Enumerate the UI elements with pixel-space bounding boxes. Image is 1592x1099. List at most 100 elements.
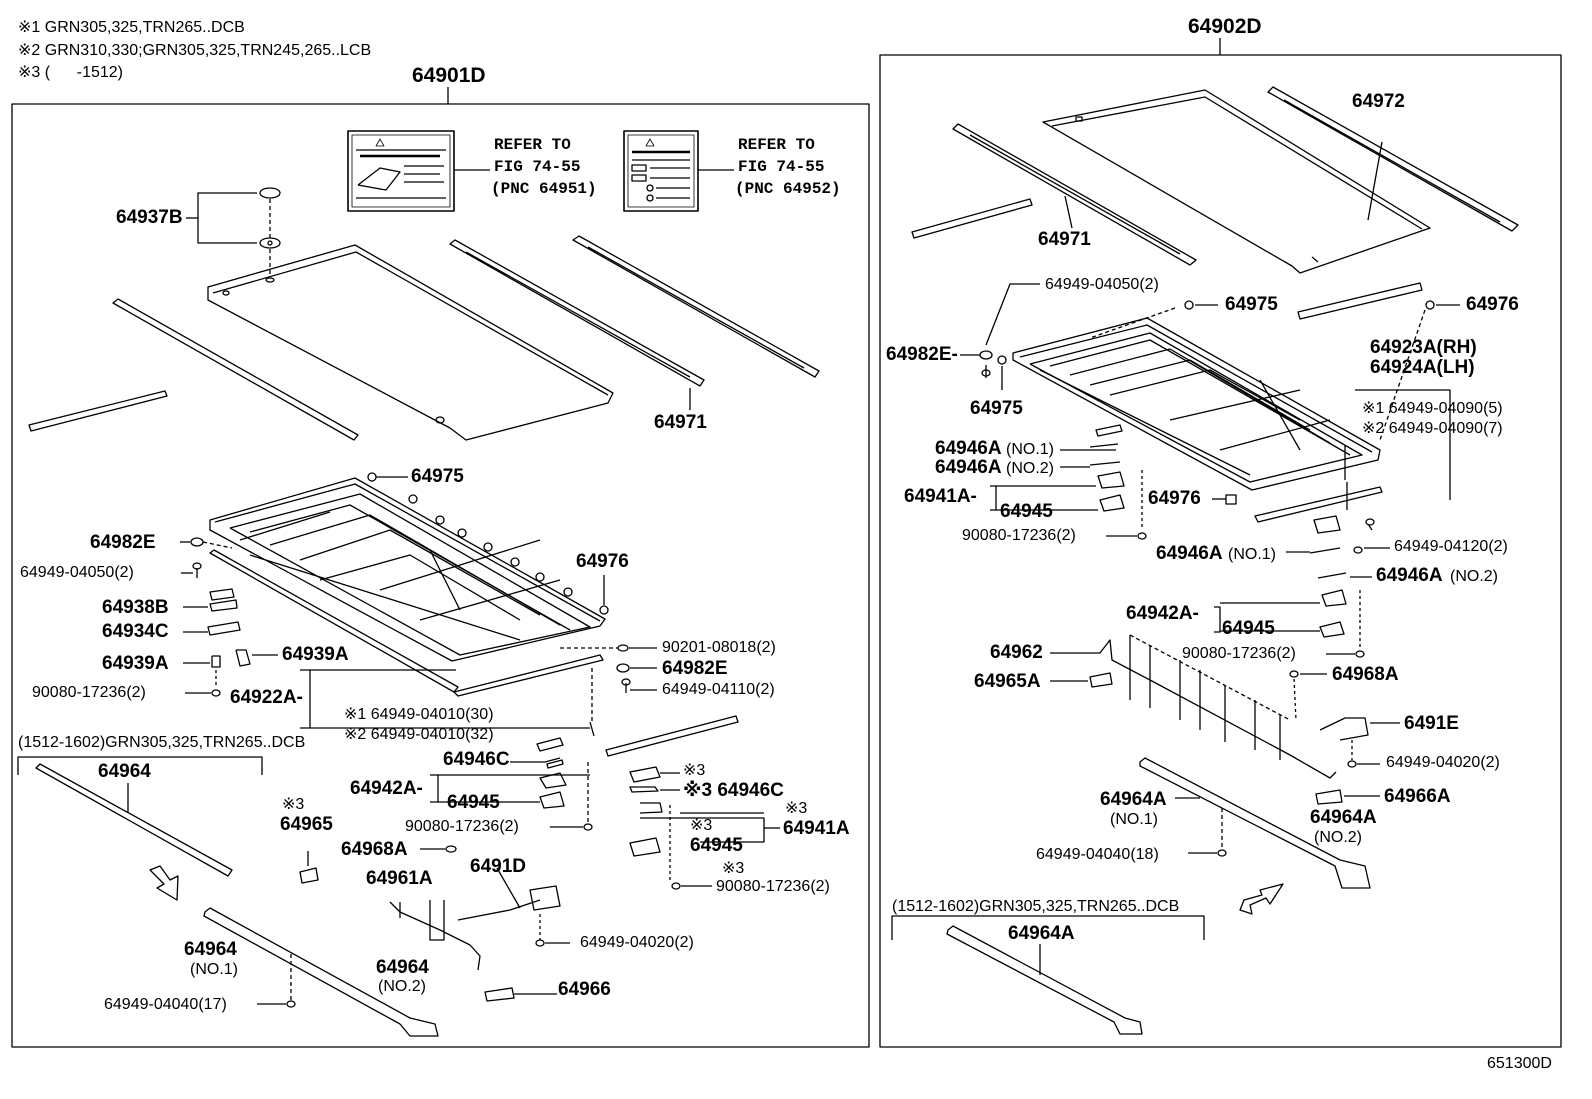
part-label-64949-04040-right: 64949-04040(18) bbox=[1036, 846, 1159, 863]
part-label-64972: 64972 bbox=[1352, 91, 1405, 112]
part-label-90080-17236-right-b: 90080-17236(2) bbox=[1182, 645, 1296, 662]
mark-3-a: ※3 bbox=[683, 762, 706, 779]
label-no2-right-b: (NO.2) bbox=[1450, 568, 1498, 585]
caution-label-64952 bbox=[623, 130, 699, 212]
part-label-64946A-right-b: 64946A bbox=[1156, 543, 1223, 564]
part-label-64949-04090-1: ※1 64949-04090(5) bbox=[1362, 400, 1503, 417]
part-label-64976-right-a: 64976 bbox=[1466, 294, 1519, 315]
part-label-64949-04020-right: 64949-04020(2) bbox=[1386, 754, 1500, 771]
part-label-64934C: 64934C bbox=[102, 621, 169, 642]
part-label-64964A-bottom: 64964A bbox=[1008, 923, 1075, 944]
refer-label-2-line3: (PNC 64952) bbox=[735, 180, 841, 198]
weatherstrips-right bbox=[911, 86, 1519, 320]
part-label-64982E-b: 64982E bbox=[662, 658, 728, 679]
label-no1-right-c: (NO.1) bbox=[1110, 811, 1158, 828]
part-label-64941A-left: 64941A bbox=[783, 818, 850, 839]
part-label-64965: 64965 bbox=[280, 814, 333, 835]
label-no1-right-b: (NO.1) bbox=[1228, 546, 1276, 563]
part-label-64941A-right: 64941A- bbox=[904, 486, 977, 507]
harness-6491E bbox=[1050, 634, 1400, 779]
cap-64937B bbox=[186, 187, 281, 276]
frame-clips bbox=[367, 472, 609, 615]
refer-label-2-line2: FIG 74-55 bbox=[738, 158, 825, 176]
label-no2-right-a: (NO.2) bbox=[1006, 460, 1054, 477]
mark-3-d: ※3 bbox=[690, 817, 713, 834]
part-label-64945-right-a: 64945 bbox=[1000, 501, 1053, 522]
note-2: ※2 GRN310,330;GRN305,325,TRN245,265..LCB bbox=[18, 42, 372, 59]
range-bracket-left bbox=[17, 756, 263, 775]
note-3: ※3 ( -1512) bbox=[18, 64, 123, 81]
part-label-64946A-no1-right: 64946A bbox=[935, 438, 1002, 459]
part-64965 bbox=[299, 851, 319, 884]
part-64966 bbox=[484, 987, 557, 1002]
refer-label-2-line1: REFER TO bbox=[738, 136, 815, 154]
part-label-90080-17236-b: 90080-17236(2) bbox=[405, 818, 519, 835]
refer-label-1-line1: REFER TO bbox=[494, 136, 571, 154]
frame-right bbox=[1012, 317, 1381, 491]
drain-64968A bbox=[420, 845, 457, 853]
left-group-3 bbox=[629, 766, 780, 890]
part-label-64961A: 64961A bbox=[366, 868, 433, 889]
part-label-64971-left: 64971 bbox=[654, 412, 707, 433]
part-label-64966: 64966 bbox=[558, 979, 611, 1000]
mark-3-e: ※3 bbox=[722, 860, 745, 877]
part-label-64976-left: 64976 bbox=[576, 551, 629, 572]
bar-64964A-bottom bbox=[946, 925, 1143, 1035]
figure-number: 651300D bbox=[1487, 1055, 1552, 1072]
part-label-90201-08018: 90201-08018(2) bbox=[662, 639, 776, 656]
part-label-90080-17236-a: 90080-17236(2) bbox=[32, 684, 146, 701]
part-label-64937B: 64937B bbox=[116, 207, 183, 228]
part-label-90080-17236-c: 90080-17236(2) bbox=[716, 878, 830, 895]
left-frame bbox=[11, 103, 870, 1048]
part-label-64946A-no2-right: 64946A bbox=[935, 457, 1002, 478]
part-label-64946A-right-c: 64946A bbox=[1376, 565, 1443, 586]
part-label-64939A-a: 64939A bbox=[102, 653, 169, 674]
part-label-64949-04050-left: 64949-04050(2) bbox=[20, 564, 134, 581]
label-no2-right-c: (NO.2) bbox=[1314, 829, 1362, 846]
part-label-64945-right-b: 64945 bbox=[1222, 618, 1275, 639]
bar-64964A bbox=[1139, 757, 1380, 889]
harness-6491D bbox=[389, 867, 570, 971]
part-label-64968A-left: 64968A bbox=[341, 839, 408, 860]
roof-panel-right bbox=[1042, 89, 1431, 274]
part-label-64923A: 64923A(RH) bbox=[1370, 337, 1477, 358]
note-1: ※1 GRN305,325,TRN265..DCB bbox=[18, 19, 245, 36]
part-label-64975-right-b: 64975 bbox=[970, 398, 1023, 419]
direction-arrow bbox=[149, 865, 179, 901]
part-label-64964-no1: 64964 bbox=[184, 939, 237, 960]
caution-label-64951 bbox=[347, 130, 455, 212]
right-fasteners bbox=[960, 283, 1460, 534]
mark-3-c: ※3 bbox=[785, 800, 808, 817]
switch-64946C bbox=[430, 737, 593, 831]
frame-left bbox=[209, 477, 606, 697]
part-label-64949-04020-left: 64949-04020(2) bbox=[580, 934, 694, 951]
part-label-64966A: 64966A bbox=[1384, 786, 1451, 807]
part-label-64945-a: 64945 bbox=[447, 792, 500, 813]
part-label-6491D: 6491D bbox=[470, 856, 526, 877]
part-label-90080-17236-right-a: 90080-17236(2) bbox=[962, 527, 1076, 544]
right-mid-parts bbox=[1214, 546, 1390, 658]
left-small-parts bbox=[180, 537, 739, 757]
bar-64964-no1 bbox=[203, 907, 439, 1037]
part-label-64982E-right: 64982E- bbox=[886, 344, 958, 365]
part-label-64949-04050-right: 64949-04050(2) bbox=[1045, 276, 1159, 293]
part-label-64975-left: 64975 bbox=[411, 466, 464, 487]
part-label-64924A: 64924A(LH) bbox=[1370, 357, 1475, 378]
part-label-64949-04110: 64949-04110(2) bbox=[662, 681, 775, 698]
part-label-64964A-no1: 64964A bbox=[1100, 789, 1167, 810]
bar-64964 bbox=[35, 763, 233, 877]
part-label-64964-top: 64964 bbox=[98, 761, 151, 782]
refer-label-1-line2: FIG 74-55 bbox=[494, 158, 581, 176]
part-label-64964-no2: 64964 bbox=[376, 957, 429, 978]
right-switch-parts bbox=[990, 424, 1147, 540]
direction-arrow-right bbox=[1239, 883, 1284, 915]
part-label-64962: 64962 bbox=[990, 642, 1043, 663]
part-label-64938B: 64938B bbox=[102, 597, 169, 618]
roof-panel-left bbox=[207, 244, 614, 441]
part-label-6491E: 6491E bbox=[1404, 713, 1459, 734]
part-label-64949-04040-left: 64949-04040(17) bbox=[104, 996, 227, 1013]
part-label-64922A: 64922A- bbox=[230, 687, 303, 708]
part-label-64976-right-b: 64976 bbox=[1148, 488, 1201, 509]
part-label-64939A-b: 64939A bbox=[282, 644, 349, 665]
part-label-64975-right-a: 64975 bbox=[1225, 294, 1278, 315]
